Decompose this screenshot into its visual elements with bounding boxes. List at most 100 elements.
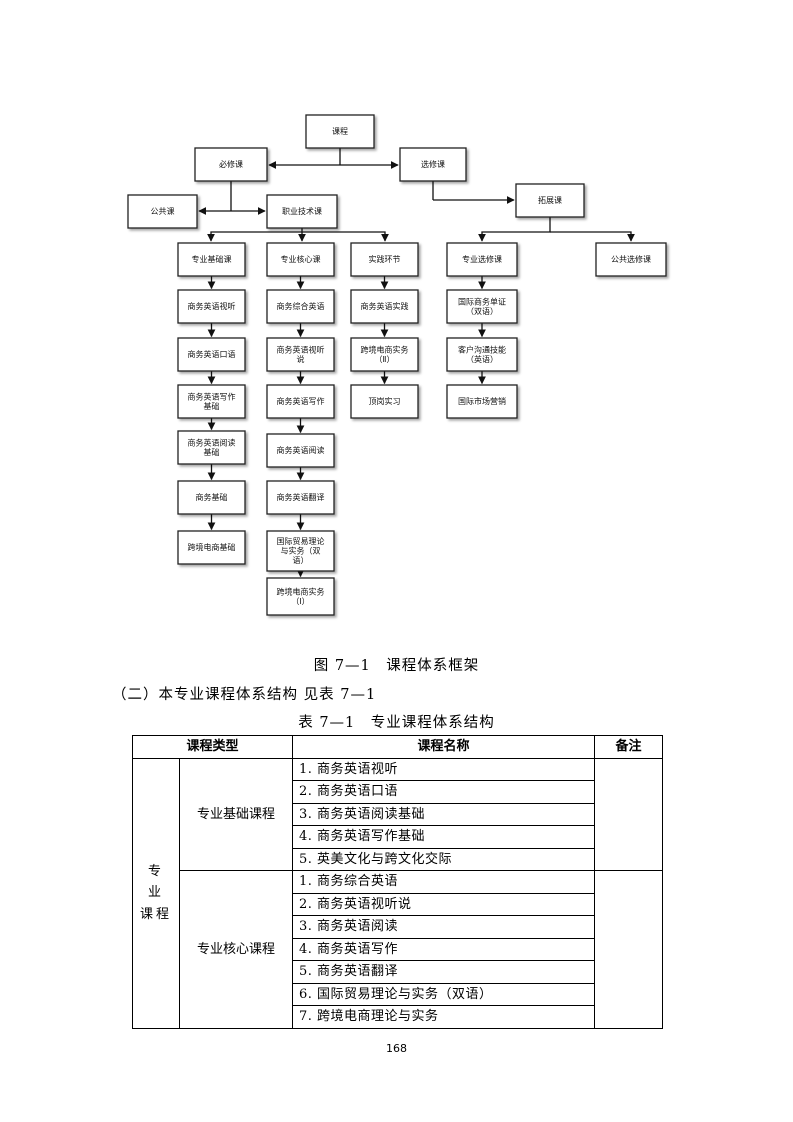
diagram-node-box <box>446 242 518 277</box>
main-category-line: 课程 <box>139 906 172 922</box>
diagram-node-c3: 商务英语写作 <box>266 384 335 419</box>
course-name-cell: 2. 商务英语口语 <box>292 780 596 804</box>
diagram-node-box <box>266 480 335 515</box>
diagram-edge <box>550 231 635 242</box>
table-row: 3. 商务英语阅读基础 <box>133 802 663 826</box>
diagram-node-label: 客户沟通技能 <box>458 344 506 354</box>
diagram-node-label: 必修课 <box>219 159 243 169</box>
diagram-node-box <box>446 289 518 324</box>
diagram-node-label: 国际市场营销 <box>458 396 506 406</box>
course-name-cell: 4. 商务英语写作基础 <box>292 825 596 849</box>
diagram-node-b2: 商务英语口语 <box>177 337 246 372</box>
diagram-edge <box>207 228 303 242</box>
diagram-node-box <box>266 433 335 468</box>
diagram-node-b5: 商务基础 <box>177 480 246 515</box>
diagram-edges <box>198 148 635 578</box>
diagram-node-box <box>177 242 246 277</box>
remarks-cell <box>594 757 664 871</box>
main-category-cell: 专 业课程 <box>132 757 180 1029</box>
course-name-cell: 4. 商务英语写作 <box>292 937 596 961</box>
main-category-line: 专 业 <box>147 863 164 901</box>
diagram-node-box <box>127 194 198 229</box>
diagram-node-box <box>595 242 667 277</box>
table-row: 5. 英美文化与跨文化交际 <box>133 847 663 871</box>
diagram-node-b6: 跨境电商基础 <box>177 530 246 565</box>
diagram-node-label: 顶岗实习 <box>369 396 401 406</box>
course-name-cell: 5. 商务英语翻译 <box>292 960 596 984</box>
diagram-node-label: 商务综合英语 <box>277 301 325 311</box>
diagram-node-box <box>515 183 585 218</box>
diagram-node-box <box>446 337 518 372</box>
course-name-cell: 3. 商务英语阅读基础 <box>292 802 596 826</box>
diagram-node-label: 与实务（双 <box>281 546 321 556</box>
diagram-node-label: 语） <box>293 555 309 565</box>
diagram-node-box <box>350 337 419 372</box>
diagram-node-label: 基础 <box>204 447 220 457</box>
diagram-node-label: 跨境电商实务 <box>361 344 409 354</box>
diagram-nodes: 课程必修课选修课公共课职业技术课拓展课专业基础课专业核心课实践环节专业选修课公共… <box>127 114 667 616</box>
diagram-node-p3: 顶岗实习 <box>350 384 419 419</box>
diagram-node-root: 课程 <box>305 114 375 149</box>
diagram-node-box <box>266 194 338 229</box>
diagram-node-label: 商务英语视听 <box>188 301 236 311</box>
diagram-node-label: 实践环节 <box>369 254 401 264</box>
diagram-node-box <box>266 337 335 372</box>
diagram-node-box <box>350 384 419 419</box>
sub-category-cell: 专业基础课程 <box>178 757 294 871</box>
diagram-node-label: 拓展课 <box>538 195 562 205</box>
course-name-cell: 1. 商务综合英语 <box>292 870 596 894</box>
diagram-node-public: 公共课 <box>127 194 198 229</box>
diagram-node-b3: 商务英语写作基础 <box>177 384 246 419</box>
diagram-node-box <box>350 289 419 324</box>
course-name-cell: 7. 跨境电商理论与实务 <box>292 1005 596 1029</box>
diagram-node-label: 商务英语视听 <box>277 344 325 354</box>
diagram-node-required: 必修课 <box>194 147 268 182</box>
diagram-node-box <box>305 114 375 149</box>
diagram-node-box <box>350 242 419 277</box>
diagram-node-b1: 商务英语视听 <box>177 289 246 324</box>
diagram-node-box <box>177 480 246 515</box>
diagram-node-p2: 跨境电商实务（Ⅱ） <box>350 337 419 372</box>
diagram-node-box <box>266 384 335 419</box>
header-remarks: 备注 <box>594 735 664 759</box>
diagram-node-label: 选修课 <box>421 159 445 169</box>
diagram-node-box <box>177 430 246 465</box>
course-name-cell: 6. 国际贸易理论与实务（双语） <box>292 982 596 1006</box>
diagram-node-c6: 国际贸易理论与实务（双语） <box>266 530 335 572</box>
sub-category-cell: 专业核心课程 <box>178 870 294 1029</box>
diagram-node-c4: 商务英语阅读 <box>266 433 335 468</box>
diagram-node-basic: 专业基础课 <box>177 242 246 277</box>
table-row: 2. 商务英语视听说 <box>133 892 663 916</box>
course-name-cell: 2. 商务英语视听说 <box>292 892 596 916</box>
diagram-node-box <box>266 530 335 572</box>
diagram-node-label: （英语） <box>466 354 498 364</box>
table-row: 2. 商务英语口语 <box>133 780 663 804</box>
diagram-node-label: 商务英语阅读 <box>277 445 325 455</box>
diagram-node-label: 商务英语实践 <box>361 301 409 311</box>
diagram-node-e1: 国际商务单证（双语） <box>446 289 518 324</box>
diagram-node-c7: 跨境电商实务（Ⅰ） <box>266 577 335 616</box>
diagram-node-box <box>177 384 246 419</box>
diagram-node-label: （Ⅱ） <box>375 355 395 364</box>
diagram-node-box <box>266 242 335 277</box>
diagram-node-core: 专业核心课 <box>266 242 335 277</box>
diagram-node-major-elective: 专业选修课 <box>446 242 518 277</box>
diagram-node-vocational: 职业技术课 <box>266 194 338 229</box>
diagram-node-box <box>399 147 467 182</box>
diagram-node-label: 商务英语写作 <box>277 396 325 406</box>
diagram-node-box <box>177 337 246 372</box>
diagram-node-e2: 客户沟通技能（英语） <box>446 337 518 372</box>
diagram-node-box <box>177 530 246 565</box>
course-name-cell: 5. 英美文化与跨文化交际 <box>292 847 596 871</box>
page-number: 168 <box>386 1042 407 1055</box>
section-heading: （二）本专业课程体系结构 见表 7—1 <box>112 687 377 703</box>
diagram-node-label: 职业技术课 <box>282 206 322 216</box>
diagram-node-label: 国际商务单证 <box>458 296 506 306</box>
diagram-node-label: 商务英语翻译 <box>277 492 325 502</box>
diagram-node-practice: 实践环节 <box>350 242 419 277</box>
table-row: 7. 跨境电商理论与实务 <box>133 1005 663 1029</box>
header-course-name: 课程名称 <box>292 735 596 759</box>
